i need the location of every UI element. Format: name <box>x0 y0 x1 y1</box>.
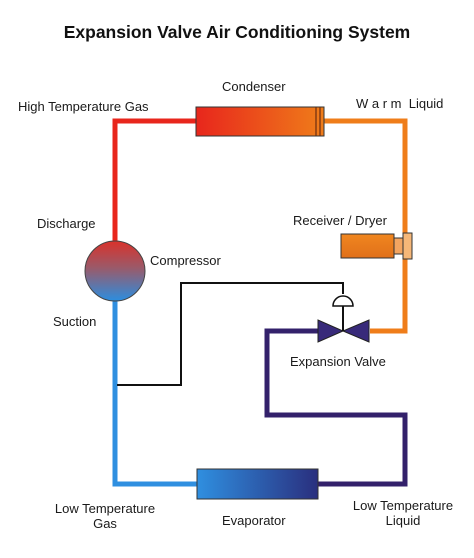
expansion-valve <box>317 295 370 343</box>
low-temperature-gas-line2: Gas <box>93 516 117 531</box>
compressor <box>84 240 146 302</box>
discharge-label: Discharge <box>37 216 96 231</box>
high-temperature-gas-label: High Temperature Gas <box>18 99 149 114</box>
suction-label: Suction <box>53 314 97 329</box>
hot-gas-line <box>112 118 196 243</box>
sensing-line <box>117 282 344 386</box>
warm-liquid-label: W a r m Liquid <box>356 96 444 111</box>
low-temperature-liquid-line1: Low Temperature <box>352 498 454 513</box>
diagram-title: Expansion Valve Air Conditioning System <box>63 22 411 42</box>
evaporator <box>196 468 319 500</box>
expansion-valve-label: Expansion Valve <box>290 354 386 369</box>
cold-gas-line <box>112 298 197 487</box>
cold-liquid-line <box>264 328 408 487</box>
low-temperature-liquid-line2: Liquid <box>385 513 421 528</box>
condenser <box>195 106 325 137</box>
compressor-label: Compressor <box>150 253 221 268</box>
evaporator-label: Evaporator <box>222 513 286 528</box>
receiver-dryer-fitting <box>393 237 404 255</box>
receiver-dryer-label: Receiver / Dryer <box>293 213 387 228</box>
low-temperature-gas-line1: Low Temperature <box>54 501 156 516</box>
warm-liquid-line <box>324 118 408 334</box>
condenser-label: Condenser <box>222 79 286 94</box>
receiver-dryer <box>340 233 395 259</box>
low-temperature-gas-label: Low Temperature Gas <box>40 501 170 531</box>
low-temperature-liquid-label: Low Temperature Liquid <box>338 498 468 528</box>
